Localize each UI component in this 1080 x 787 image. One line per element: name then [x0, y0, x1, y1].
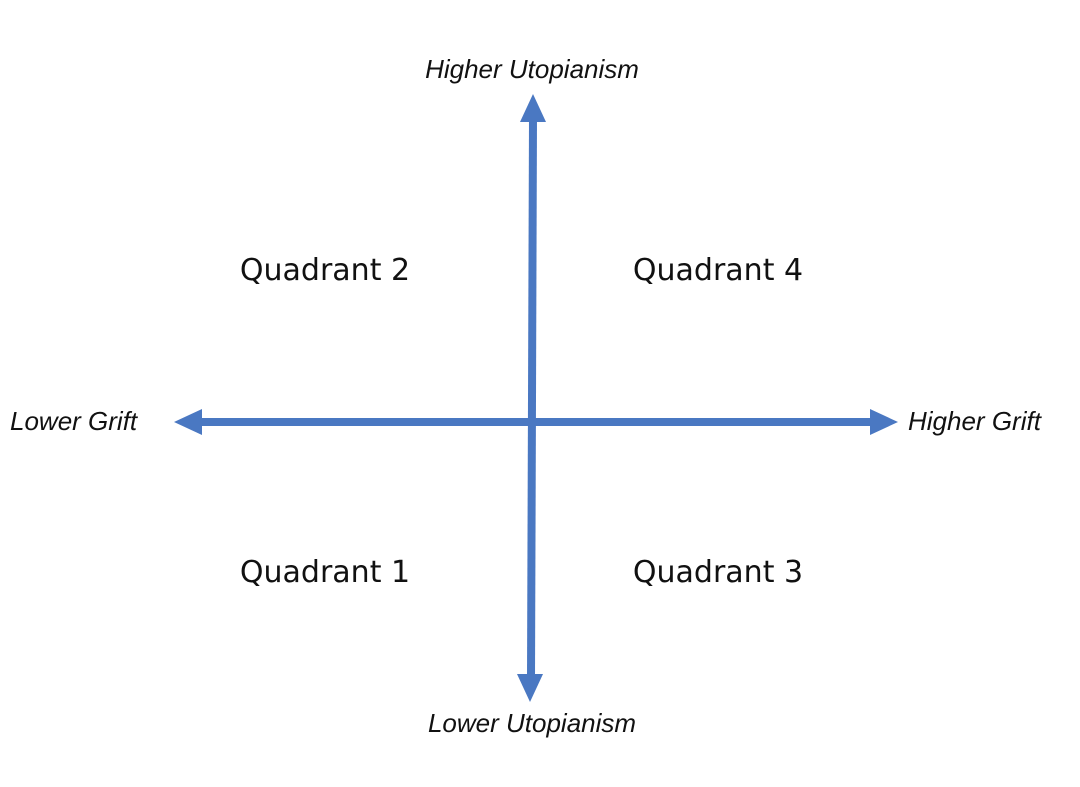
quadrant-2-label: Quadrant 2: [239, 253, 411, 288]
vertical-axis-down-arrowhead: [517, 674, 543, 702]
higher-grift-label: Higher Grift: [908, 406, 1041, 436]
vertical-axis-up-arrowhead: [520, 94, 546, 122]
lower-grift-label: Lower Grift: [10, 406, 138, 436]
higher-utopianism-label: Higher Utopianism: [425, 54, 639, 84]
horizontal-axis-right-arrowhead: [870, 409, 898, 435]
lower-utopianism-label: Lower Utopianism: [427, 708, 637, 738]
horizontal-axis-left-arrowhead: [174, 409, 202, 435]
quadrant-1-label: Quadrant 1: [239, 555, 411, 590]
quadrant-4-label: Quadrant 4: [632, 253, 804, 288]
quadrant-3-label: Quadrant 3: [632, 555, 804, 590]
vertical-axis-line: [527, 117, 537, 679]
